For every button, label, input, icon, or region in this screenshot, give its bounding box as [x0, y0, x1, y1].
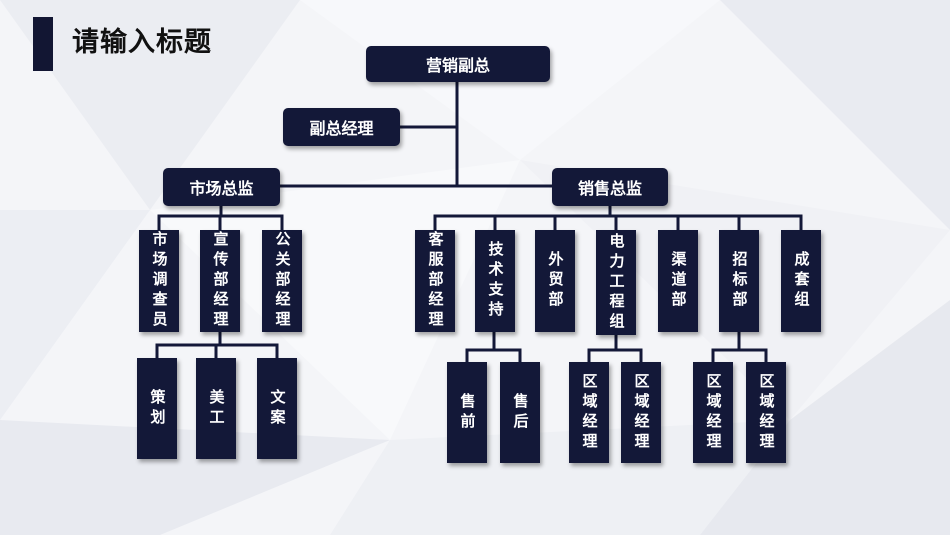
node-complete-set: 成套组 [781, 230, 821, 332]
node-bidding: 招标部 [719, 230, 759, 332]
node-aftersales: 售后 [500, 362, 540, 463]
node-power-regional-manager-1: 区域经理 [569, 362, 609, 463]
node-market-director: 市场总监 [163, 168, 280, 206]
node-power-regional-manager-2: 区域经理 [621, 362, 661, 463]
node-foreign-trade: 外贸部 [535, 230, 575, 332]
node-pr-manager: 公关部经理 [262, 230, 302, 332]
node-power-engineering: 电力工程组 [596, 230, 636, 335]
page-title: 请输入标题 [72, 27, 212, 58]
node-tech-support: 技术支持 [475, 230, 515, 332]
node-marketing-vp: 营销副总 [366, 46, 550, 82]
node-channel: 渠道部 [658, 230, 698, 332]
node-bidding-regional-manager-2: 区域经理 [746, 362, 786, 463]
title-accent-bar [33, 17, 53, 71]
node-art: 美工 [196, 358, 236, 459]
node-sales-director: 销售总监 [552, 168, 668, 206]
node-deputy-gm: 副总经理 [283, 108, 400, 146]
node-copywriting: 文案 [257, 358, 297, 459]
node-customer-service-manager: 客服部经理 [415, 230, 455, 332]
node-planning: 策划 [137, 358, 177, 459]
node-publicity-manager: 宣传部经理 [200, 230, 240, 332]
node-bidding-regional-manager-1: 区域经理 [693, 362, 733, 463]
node-market-researcher: 市场调查员 [139, 230, 179, 332]
node-presales: 售前 [447, 362, 487, 463]
